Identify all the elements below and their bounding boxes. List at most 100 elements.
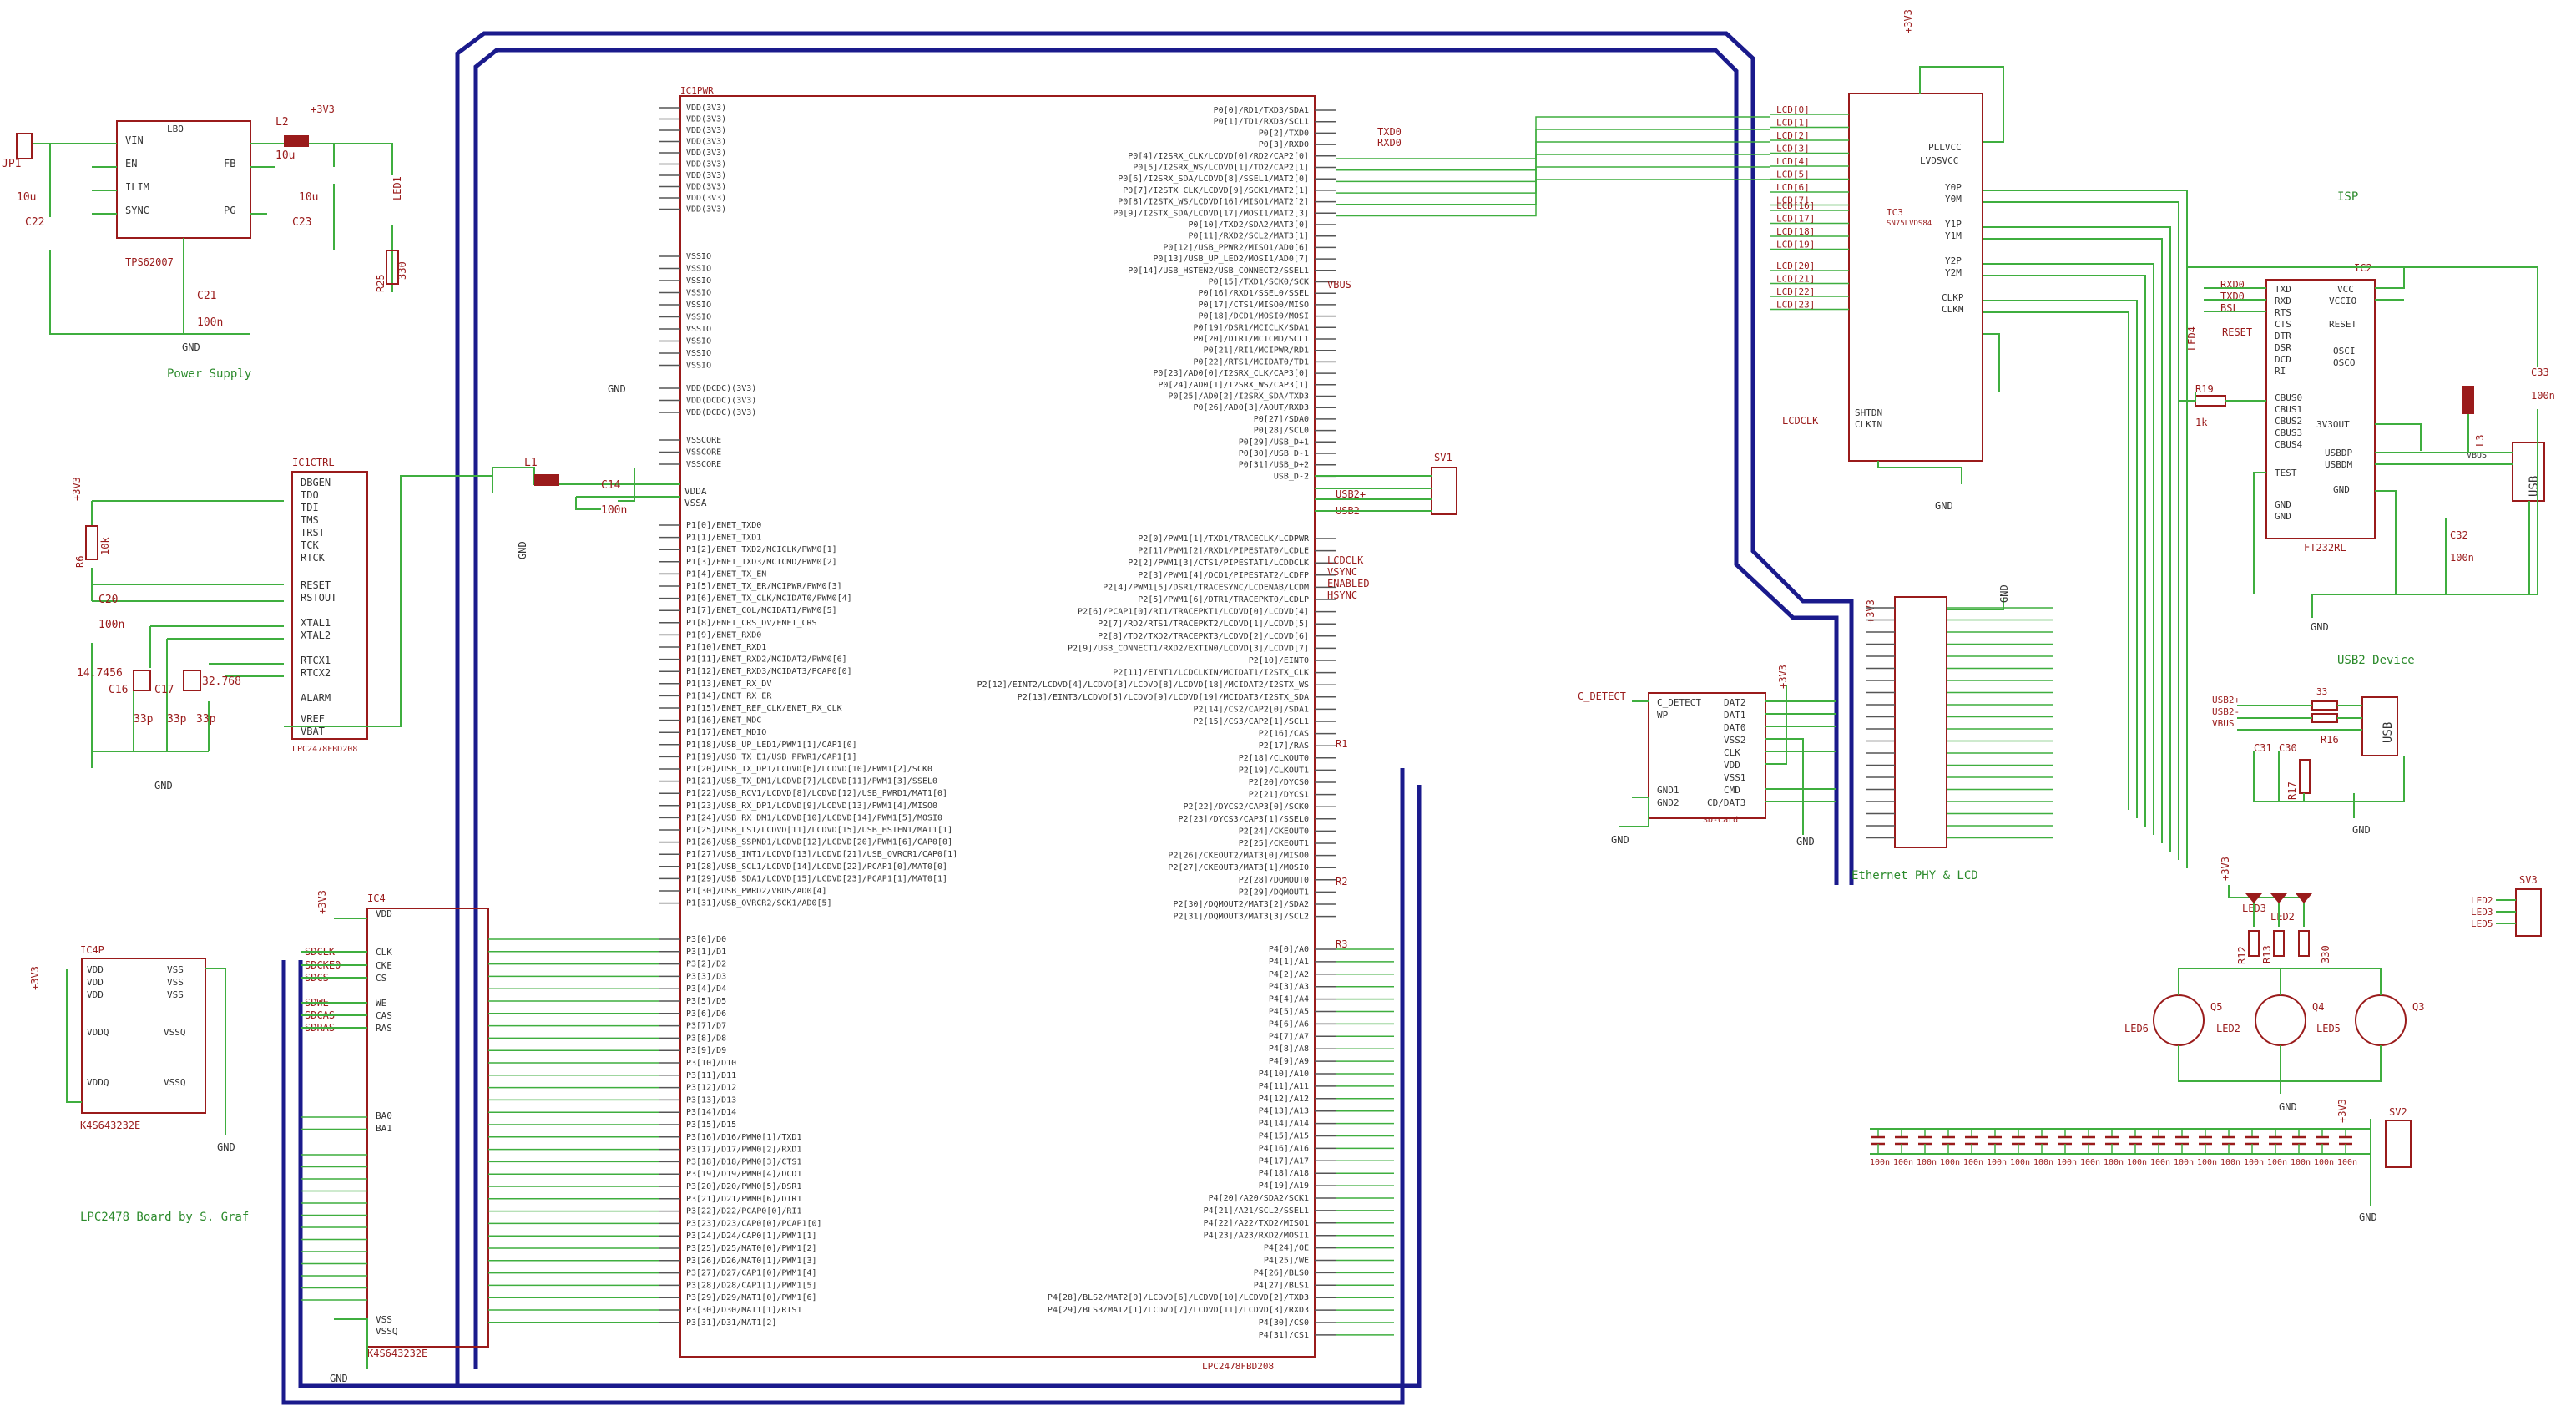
- svg-text:VSSQ: VSSQ: [164, 1027, 186, 1038]
- mcu-p0-12: P0[12]/USB_PPWR2/MISO1/AD0[6]: [1163, 243, 1309, 252]
- mcu-p0-29: P0[29]/USB_D+1: [1239, 437, 1309, 447]
- svg-text:RESET: RESET: [2329, 319, 2356, 330]
- cap-value-18: 100n: [2291, 1158, 2311, 1167]
- mcu-vssio-2: VSSIO: [686, 276, 711, 286]
- mcu-p4-19: P4[19]/A19: [1259, 1181, 1309, 1191]
- svg-text:LED5: LED5: [2471, 918, 2493, 929]
- svg-text:RAS: RAS: [376, 1023, 392, 1034]
- svg-text:RESET: RESET: [2222, 326, 2252, 338]
- svg-text:GND: GND: [1611, 834, 1629, 846]
- mcu-p0-6: P0[6]/I2SRX_SDA/LCDVD[8]/SSEL1/MAT2[0]: [1118, 174, 1309, 184]
- svg-text:HSYNC: HSYNC: [1327, 589, 1357, 601]
- svg-text:SYNC: SYNC: [125, 205, 149, 216]
- mcu-p4-1: P4[1]/A1: [1269, 958, 1309, 967]
- mcu-p0-25: P0[25]/AD0[2]/I2SRX_SDA/TXD3: [1168, 392, 1309, 402]
- svg-text:CLK: CLK: [1724, 747, 1740, 758]
- svg-text:CKE: CKE: [376, 960, 392, 971]
- mcu-p1-13: P1[13]/ENET_RX_DV: [686, 680, 771, 689]
- svg-text:RTCK: RTCK: [301, 552, 326, 564]
- mcu-p3-15: P3[15]/D15: [686, 1120, 736, 1130]
- svg-text:EN: EN: [125, 158, 137, 169]
- svg-text:OSCI: OSCI: [2333, 346, 2356, 357]
- mcu-p1-10: P1[10]/ENET_RXD1: [686, 643, 766, 652]
- mcu-p3-13: P3[13]/D13: [686, 1095, 736, 1105]
- svg-text:CS: CS: [376, 973, 386, 984]
- mcu-p3-21: P3[21]/D21/PWM0[6]/DTR1: [686, 1195, 801, 1204]
- svg-text:LPC2478FBD208: LPC2478FBD208: [1202, 1361, 1274, 1372]
- svg-text:LED1: LED1: [391, 176, 403, 200]
- svg-text:TDI: TDI: [301, 502, 319, 513]
- svg-text:R25: R25: [375, 274, 386, 292]
- svg-text:GND: GND: [1796, 836, 1815, 847]
- mcu-p3-22: P3[22]/D22/PCAP0[0]/RI1: [686, 1207, 801, 1216]
- mcu-p2-28: P2[28]/DQMOUT0: [1239, 876, 1309, 885]
- svg-text:VIN: VIN: [125, 134, 144, 146]
- svg-text:VSYNC: VSYNC: [1327, 566, 1357, 578]
- svg-text:GND: GND: [2333, 484, 2350, 495]
- mcu-p2-4: P2[4]/PWM1[5]/DSR1/TRACESYNC/LCDENAB/LCD…: [1103, 583, 1309, 592]
- svg-text:CBUS2: CBUS2: [2275, 416, 2302, 427]
- mcu-p0-10: P0[10]/TXD2/SDA2/MAT3[0]: [1189, 220, 1310, 230]
- lcd-route-5: [1336, 179, 1770, 217]
- svg-text:100n: 100n: [197, 316, 223, 329]
- cap-value-17: 100n: [2267, 1158, 2287, 1167]
- mcu-p0-26: P0[26]/AD0[3]/AOUT/RXD3: [1194, 403, 1309, 412]
- svg-text:LCDCLK: LCDCLK: [1782, 415, 1819, 427]
- mcu-p1-23: P1[23]/USB_RX_DP1/LCDVD[9]/LCDVD[13]/PWM…: [686, 802, 937, 811]
- svg-text:C20: C20: [98, 594, 118, 606]
- svg-text:+3V3: +3V3: [311, 104, 335, 115]
- svg-text:DTR: DTR: [2275, 331, 2291, 341]
- svg-text:RTS: RTS: [2275, 307, 2291, 318]
- svg-text:ALARM: ALARM: [301, 692, 331, 704]
- svg-text:VDD: VDD: [87, 964, 104, 975]
- mcu-p2-9: P2[9]/USB_CONNECT1/RXD2/EXTIN0/LCDVD[3]/…: [1068, 644, 1309, 653]
- mcu-p1-30: P1[30]/USB_PWRD2/VBUS/AD0[4]: [686, 887, 827, 896]
- svg-text:TRST: TRST: [301, 527, 325, 539]
- svg-text:WP: WP: [1657, 710, 1669, 721]
- cap-value-20: 100n: [2337, 1158, 2357, 1167]
- svg-text:L3: L3: [2474, 435, 2486, 447]
- lcd-net-9: LCD[17]: [1776, 214, 1815, 225]
- mcu-p4-11: P4[11]/A11: [1259, 1082, 1309, 1091]
- svg-text:OSCO: OSCO: [2333, 357, 2356, 368]
- cap-value-13: 100n: [2174, 1158, 2194, 1167]
- mcu-p2-8: P2[8]/TD2/TXD2/TRACEPKT3/LCDVD[2]/LCDVD[…: [1098, 632, 1309, 641]
- mcu-p3-9: P3[9]/D9: [686, 1046, 726, 1055]
- mcu-p0-31: P0[31]/USB_D+2: [1239, 461, 1309, 470]
- svg-text:CD/DAT3: CD/DAT3: [1707, 797, 1745, 808]
- svg-text:SHTDN: SHTDN: [1855, 407, 1882, 418]
- mcu-port4-pins: P4[0]/A0P4[1]/A1P4[2]/A2P4[3]/A3P4[4]/A4…: [1048, 945, 1394, 1340]
- svg-text:GND: GND: [1998, 584, 2010, 603]
- mcu-p4-9: P4[9]/A9: [1269, 1057, 1309, 1066]
- svg-text:SV2: SV2: [2389, 1106, 2407, 1118]
- svg-text:VCC: VCC: [2337, 284, 2354, 295]
- svg-text:GND: GND: [2279, 1101, 2297, 1113]
- cap-value-11: 100n: [2127, 1158, 2147, 1167]
- lcd-net-1: LCD[1]: [1776, 118, 1810, 129]
- mcu-p3-16: P3[16]/D16/PWM0[1]/TXD1: [686, 1133, 801, 1142]
- mcu-p2-1: P2[1]/PWM1[2]/RXD1/PIPESTAT0/LCDLE: [1138, 547, 1309, 556]
- svg-text:330: 330: [397, 261, 408, 280]
- mcu-dcdc-2: VDD(DCDC)(3V3): [686, 408, 756, 417]
- mcu-p1-7: P1[7]/ENET_COL/MCIDAT1/PWM0[5]: [686, 606, 837, 615]
- svg-text:XTAL1: XTAL1: [301, 617, 331, 629]
- svg-text:10k: 10k: [99, 537, 111, 555]
- svg-text:ENABLED: ENABLED: [1327, 578, 1370, 589]
- cap-value-5: 100n: [1987, 1158, 2007, 1167]
- mcu-p2-17: P2[17]/RAS: [1259, 741, 1309, 751]
- mcu-p1-25: P1[25]/USB_LS1/LCDVD[11]/LCDVD[15]/USB_H…: [686, 826, 952, 835]
- cap-value-6: 100n: [2010, 1158, 2030, 1167]
- svg-text:33p: 33p: [134, 713, 154, 726]
- svg-text:GND: GND: [2311, 621, 2329, 633]
- svg-text:GND: GND: [330, 1373, 348, 1384]
- svg-text:L2: L2: [275, 116, 289, 129]
- mcu-p0-21: P0[21]/RI1/MCIPWR/RD1: [1204, 346, 1309, 356]
- lcd-net-2: LCD[2]: [1776, 130, 1810, 141]
- mcu-p0-20: P0[20]/DTR1/MCICMD/SCL1: [1194, 335, 1309, 344]
- svg-text:C23: C23: [292, 216, 311, 229]
- svg-text:VSS: VSS: [167, 977, 184, 988]
- mcu-p2-13: P2[13]/EINT3/LCDVD[5]/LCDVD[9]/LCDVD[19]…: [1018, 693, 1309, 702]
- mcu-p4-29: P4[29]/BLS3/MAT2[1]/LCDVD[7]/LCDVD[11]/L…: [1048, 1306, 1309, 1315]
- mcu-p3-17: P3[17]/D17/PWM0[2]/RXD1: [686, 1146, 801, 1155]
